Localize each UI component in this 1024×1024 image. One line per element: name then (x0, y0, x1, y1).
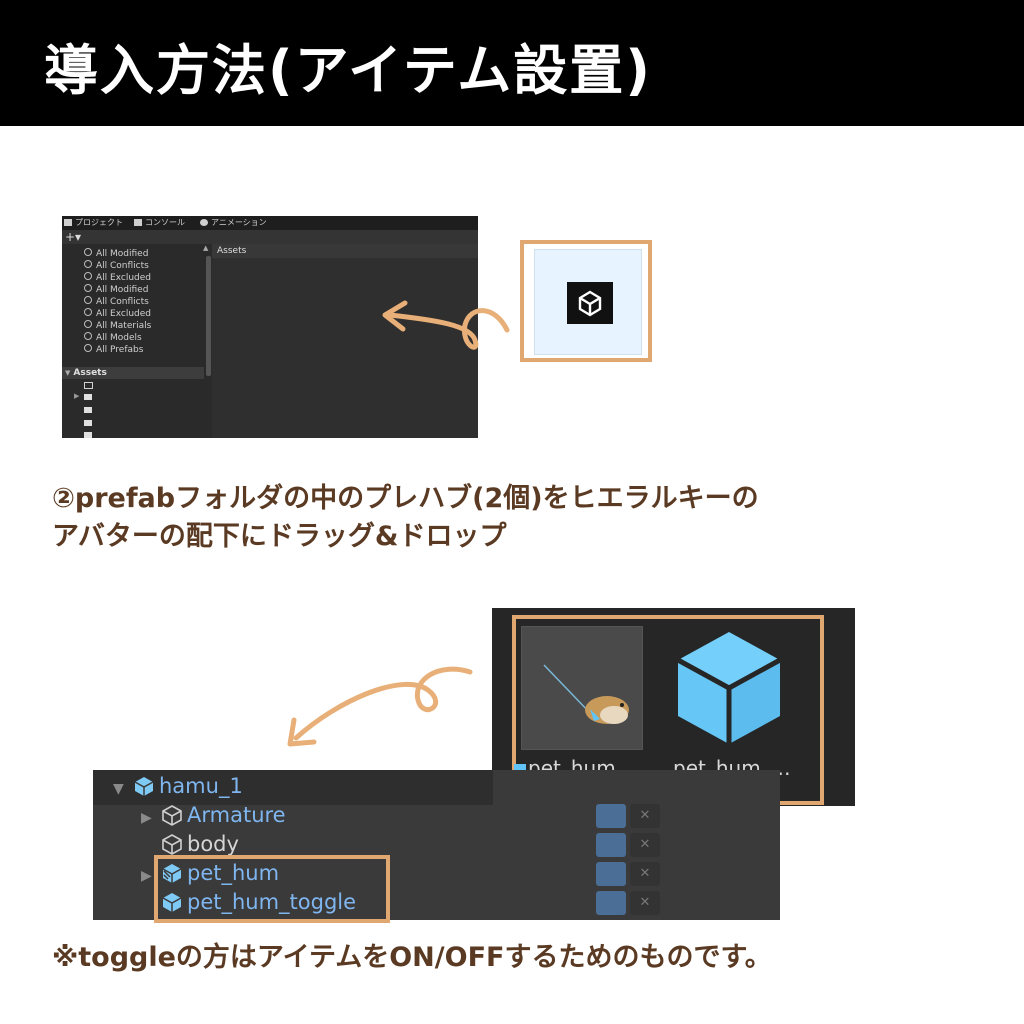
favorite-label: All Prefabs (96, 345, 144, 355)
assets-breadcrumb-label: Assets (217, 246, 247, 256)
prefab-asset-tile[interactable] (534, 249, 642, 355)
prefab-cube-icon (134, 777, 154, 796)
hierarchy-item-label: pet_hum_toggle (187, 890, 357, 914)
search-icon (84, 296, 92, 304)
project-tree: All Modified All Conflicts All Excluded … (62, 244, 208, 438)
folder-icon[interactable] (84, 382, 93, 389)
tab-animation[interactable]: アニメーション (200, 217, 267, 229)
visibility-toggle-icon[interactable] (596, 804, 626, 828)
hierarchy-item-pet-hum[interactable]: ▶ pet_hum (141, 859, 279, 887)
header-bar: 導入方法(アイテム設置) (0, 0, 1024, 126)
favorite-label: All Excluded (96, 273, 151, 283)
favorite-label: All Models (96, 333, 142, 343)
pet-hum-toggle-thumbnail[interactable] (670, 626, 788, 748)
clock-icon (200, 219, 208, 226)
pick-toggle-icon[interactable]: ✕ (630, 804, 660, 828)
page-title: 導入方法(アイテム設置) (44, 39, 652, 102)
unity-logo-icon (567, 282, 613, 324)
search-icon (84, 320, 92, 328)
favorite-item[interactable]: All Materials (84, 320, 151, 332)
folder-icon[interactable] (84, 432, 92, 438)
hierarchy-item-pet-hum-toggle[interactable]: pet_hum_toggle (161, 888, 356, 916)
project-window: プロジェクト コンソール アニメーション +▾ All Modified All… (62, 216, 478, 438)
favorite-label: All Modified (96, 285, 149, 295)
tab-console[interactable]: コンソール (134, 217, 185, 229)
prefab-icon-highlight (520, 240, 652, 362)
add-button[interactable]: +▾ (65, 230, 82, 244)
favorite-item[interactable]: All Excluded (84, 308, 151, 320)
favorite-item[interactable]: All Prefabs (84, 344, 143, 356)
favorite-item[interactable]: All Modified (84, 248, 148, 260)
favorite-label: All Conflicts (96, 297, 149, 307)
search-icon (84, 284, 92, 292)
favorite-item[interactable]: All Conflicts (84, 296, 149, 308)
instruction-line-2: アバターの配下にドラッグ&ドロップ (52, 521, 507, 552)
hierarchy-item-body[interactable]: body (161, 830, 239, 858)
hierarchy-top-row-bg (93, 770, 493, 805)
tree-scrollbar[interactable] (206, 256, 211, 376)
folder-icon[interactable] (84, 394, 92, 400)
search-icon (84, 272, 92, 280)
tab-project[interactable]: プロジェクト (64, 217, 123, 229)
collapse-icon[interactable]: ▶ (141, 868, 152, 884)
expand-icon: ▼ (65, 369, 71, 377)
instruction-line-1: ②prefabフォルダの中のプレハブ(2個)をヒエラルキーの (52, 483, 759, 514)
hierarchy-item-label: hamu_1 (159, 774, 243, 798)
instruction-text: ②prefabフォルダの中のプレハブ(2個)をヒエラルキーの アバターの配下にド… (52, 480, 759, 556)
folder-icon (64, 219, 72, 226)
console-icon (134, 219, 142, 226)
hierarchy-highlight-frame (154, 855, 390, 923)
search-icon (84, 260, 92, 268)
project-toolbar: +▾ (62, 230, 478, 244)
hierarchy-item-label: pet_hum (187, 861, 280, 885)
assets-breadcrumb: Assets (212, 244, 478, 258)
favorite-label: All Conflicts (96, 261, 149, 271)
search-icon (84, 344, 92, 352)
favorite-item[interactable]: All Models (84, 332, 142, 344)
folder-icon[interactable] (84, 420, 92, 426)
footnote: ※toggleの方はアイテムをON/OFFするためのものです。 (52, 942, 772, 973)
collapse-icon: ▶ (74, 392, 80, 400)
favorite-label: All Materials (96, 321, 152, 331)
hierarchy-item-label: Armature (187, 803, 286, 827)
search-icon (84, 248, 92, 256)
model-prefab-icon (162, 864, 182, 883)
folder-icon[interactable] (84, 407, 92, 413)
visibility-toggle-icon[interactable] (596, 833, 626, 857)
favorite-item[interactable]: All Excluded (84, 272, 151, 284)
assets-folder-label: Assets (73, 368, 107, 378)
project-tabs: プロジェクト コンソール アニメーション (62, 216, 478, 230)
pet-hum-thumbnail[interactable] (521, 626, 643, 750)
hierarchy-item-armature[interactable]: ▶ Armature (141, 801, 286, 829)
drag-arrow-icon (287, 666, 473, 747)
visibility-toggle-icon[interactable] (596, 891, 626, 915)
hierarchy-item-hamu-1[interactable]: ▼ hamu_1 (113, 772, 243, 800)
scroll-up-icon[interactable]: ▲ (203, 244, 209, 252)
favorite-label: All Excluded (96, 309, 151, 319)
pick-toggle-icon[interactable]: ✕ (630, 833, 660, 857)
expand-icon[interactable]: ▼ (113, 781, 124, 797)
search-icon (84, 332, 92, 340)
favorite-label: All Modified (96, 249, 149, 259)
search-icon (84, 308, 92, 316)
tab-animation-label: アニメーション (211, 218, 267, 227)
hierarchy-item-label: body (187, 832, 239, 856)
pick-toggle-icon[interactable]: ✕ (630, 862, 660, 886)
favorite-item[interactable]: All Conflicts (84, 260, 149, 272)
collapse-icon[interactable]: ▶ (141, 810, 152, 826)
gameobject-icon (162, 834, 182, 855)
visibility-toggle-icon[interactable] (596, 862, 626, 886)
gameobject-icon (162, 805, 182, 826)
assets-folder-row[interactable]: ▼Assets (62, 367, 204, 379)
tab-console-label: コンソール (145, 218, 185, 227)
prefab-cube-icon (162, 893, 182, 912)
hamster-icon (543, 664, 629, 724)
assets-panel: Assets (212, 244, 478, 438)
prefab-cube-icon (676, 632, 782, 744)
drag-arrow-icon (382, 300, 510, 350)
hierarchy-panel: ▼ hamu_1 ▶ Armature body ▶ pet_hum pet_hum_… (93, 770, 780, 923)
pick-toggle-icon[interactable]: ✕ (630, 891, 660, 915)
tab-project-label: プロジェクト (75, 218, 123, 227)
favorite-item[interactable]: All Modified (84, 284, 148, 296)
